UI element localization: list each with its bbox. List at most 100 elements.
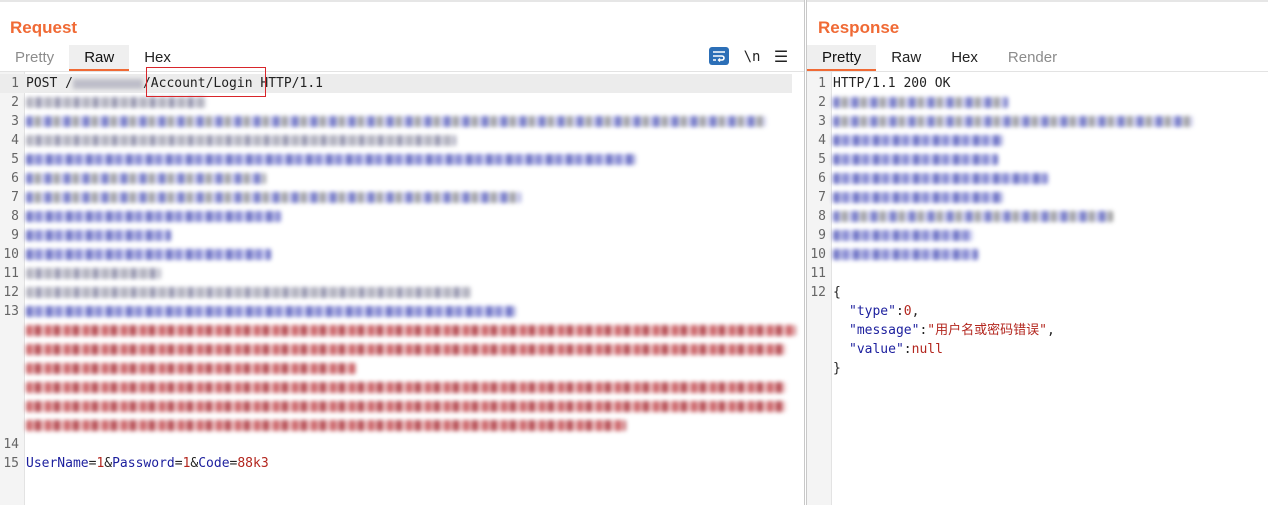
line-number: 2 <box>11 95 19 110</box>
redacted-header <box>833 173 1048 184</box>
line-number: 15 <box>3 456 19 471</box>
cookie-line <box>0 397 804 416</box>
response-tabs: Pretty Raw Hex Render <box>807 45 1072 71</box>
tab-raw[interactable]: Raw <box>891 49 922 66</box>
redacted-header <box>26 211 281 222</box>
header-line: 7 <box>0 188 804 207</box>
wrap-lines-icon[interactable] <box>709 47 729 65</box>
pane-top-border <box>0 0 804 2</box>
json-key-type: "type" <box>849 304 896 319</box>
request-body: UserName=1&Password=1&Code=88k3 <box>26 454 269 473</box>
redacted-header <box>833 97 1008 108</box>
menu-icon[interactable]: ☰ <box>773 49 789 66</box>
line-number: 3 <box>818 114 826 129</box>
redacted-header <box>26 154 636 165</box>
line-number: 7 <box>11 190 19 205</box>
json-colon: : <box>903 342 912 357</box>
redacted-header <box>833 249 978 260</box>
json-value-type: 0 <box>903 304 912 319</box>
line-number: 3 <box>11 114 19 129</box>
cookie-line <box>0 359 804 378</box>
tab-pretty[interactable]: Pretty <box>807 45 877 71</box>
json-value-line: "value":null <box>807 340 1268 359</box>
line-number: 6 <box>818 171 826 186</box>
response-editor[interactable]: 1 HTTP/1.1 200 OK 2 3 4 5 6 7 8 9 10 11 … <box>807 74 1268 505</box>
blank-line: 14 <box>0 435 804 454</box>
header-line: 5 <box>0 150 804 169</box>
param-value-username: 1 <box>96 456 105 471</box>
json-type-line: "type":0, <box>807 302 1268 321</box>
request-line: 1 POST //Account/Login HTTP/1.1 <box>0 74 792 93</box>
newline-toggle-icon[interactable]: \n <box>743 49 761 65</box>
redacted-header <box>26 268 161 279</box>
line-number: 4 <box>11 133 19 148</box>
redacted-cookie <box>26 420 626 431</box>
http-version: HTTP/1.1 <box>260 76 323 91</box>
line-number: 12 <box>810 285 826 300</box>
line-number: 5 <box>818 152 826 167</box>
header-line: 2 <box>807 93 1268 112</box>
header-line: 7 <box>807 188 1268 207</box>
param-value-password: 1 <box>182 456 191 471</box>
redacted-cookie <box>26 325 796 336</box>
status-line-text: HTTP/1.1 200 OK <box>833 76 951 91</box>
header-line: 9 <box>807 226 1268 245</box>
line-number-gutter <box>807 72 832 505</box>
redacted-cookie <box>26 382 786 393</box>
http-method: POST <box>26 76 58 91</box>
json-message-line: "message":"用户名或密码错误", <box>807 321 1268 340</box>
json-message-entry: "message":"用户名或密码错误", <box>849 321 1055 340</box>
status-line: 1 HTTP/1.1 200 OK <box>807 74 1268 93</box>
param-value-code: 88k3 <box>237 456 269 471</box>
tab-render[interactable]: Render <box>1007 49 1058 66</box>
param-equals: = <box>174 456 183 471</box>
header-line: 8 <box>807 207 1268 226</box>
request-title: Request <box>10 18 78 37</box>
json-close-brace: } <box>833 361 841 376</box>
redacted-header <box>26 287 471 298</box>
param-key-username: UserName <box>26 456 89 471</box>
json-value-message: "用户名或密码错误" <box>927 323 1047 338</box>
header-line: 11 <box>0 264 804 283</box>
line-number: 12 <box>3 285 19 300</box>
json-open-line: 12 { <box>807 283 1268 302</box>
request-path: /Account/Login <box>142 76 253 91</box>
cookie-line <box>0 416 804 435</box>
header-line: 10 <box>807 245 1268 264</box>
highlight-box <box>146 67 266 97</box>
header-line: 3 <box>807 112 1268 131</box>
json-colon: : <box>895 304 904 319</box>
request-editor[interactable]: 1 POST //Account/Login HTTP/1.1 2 3 4 5 … <box>0 74 804 505</box>
tab-pretty[interactable]: Pretty <box>15 49 55 66</box>
line-number: 1 <box>818 76 826 91</box>
cookie-line <box>0 321 804 340</box>
redacted-header <box>26 116 766 127</box>
header-line: 4 <box>0 131 804 150</box>
tab-raw[interactable]: Raw <box>69 45 130 71</box>
tab-hex[interactable]: Hex <box>951 49 978 66</box>
json-type-entry: "type":0, <box>849 302 919 321</box>
line-number: 8 <box>11 209 19 224</box>
json-comma: , <box>911 304 920 319</box>
redacted-header <box>26 306 516 317</box>
line-number: 11 <box>3 266 19 281</box>
line-number: 10 <box>810 247 826 262</box>
header-line: 13 <box>0 302 804 321</box>
redacted-header <box>833 154 998 165</box>
json-comma: , <box>1046 323 1055 338</box>
cookie-line <box>0 378 804 397</box>
redacted-cookie <box>26 363 356 374</box>
request-tabs: Pretty Raw Hex <box>0 45 186 71</box>
header-line: 2 <box>0 93 804 112</box>
line-number: 10 <box>3 247 19 262</box>
param-separator: & <box>190 456 199 471</box>
tab-hex[interactable]: Hex <box>144 49 171 66</box>
line-number: 7 <box>818 190 826 205</box>
param-separator: & <box>104 456 113 471</box>
param-key-code: Code <box>198 456 230 471</box>
redacted-header <box>26 135 456 146</box>
redacted-header <box>833 135 1003 146</box>
header-line: 10 <box>0 245 804 264</box>
line-number: 6 <box>11 171 19 186</box>
param-equals: = <box>229 456 238 471</box>
